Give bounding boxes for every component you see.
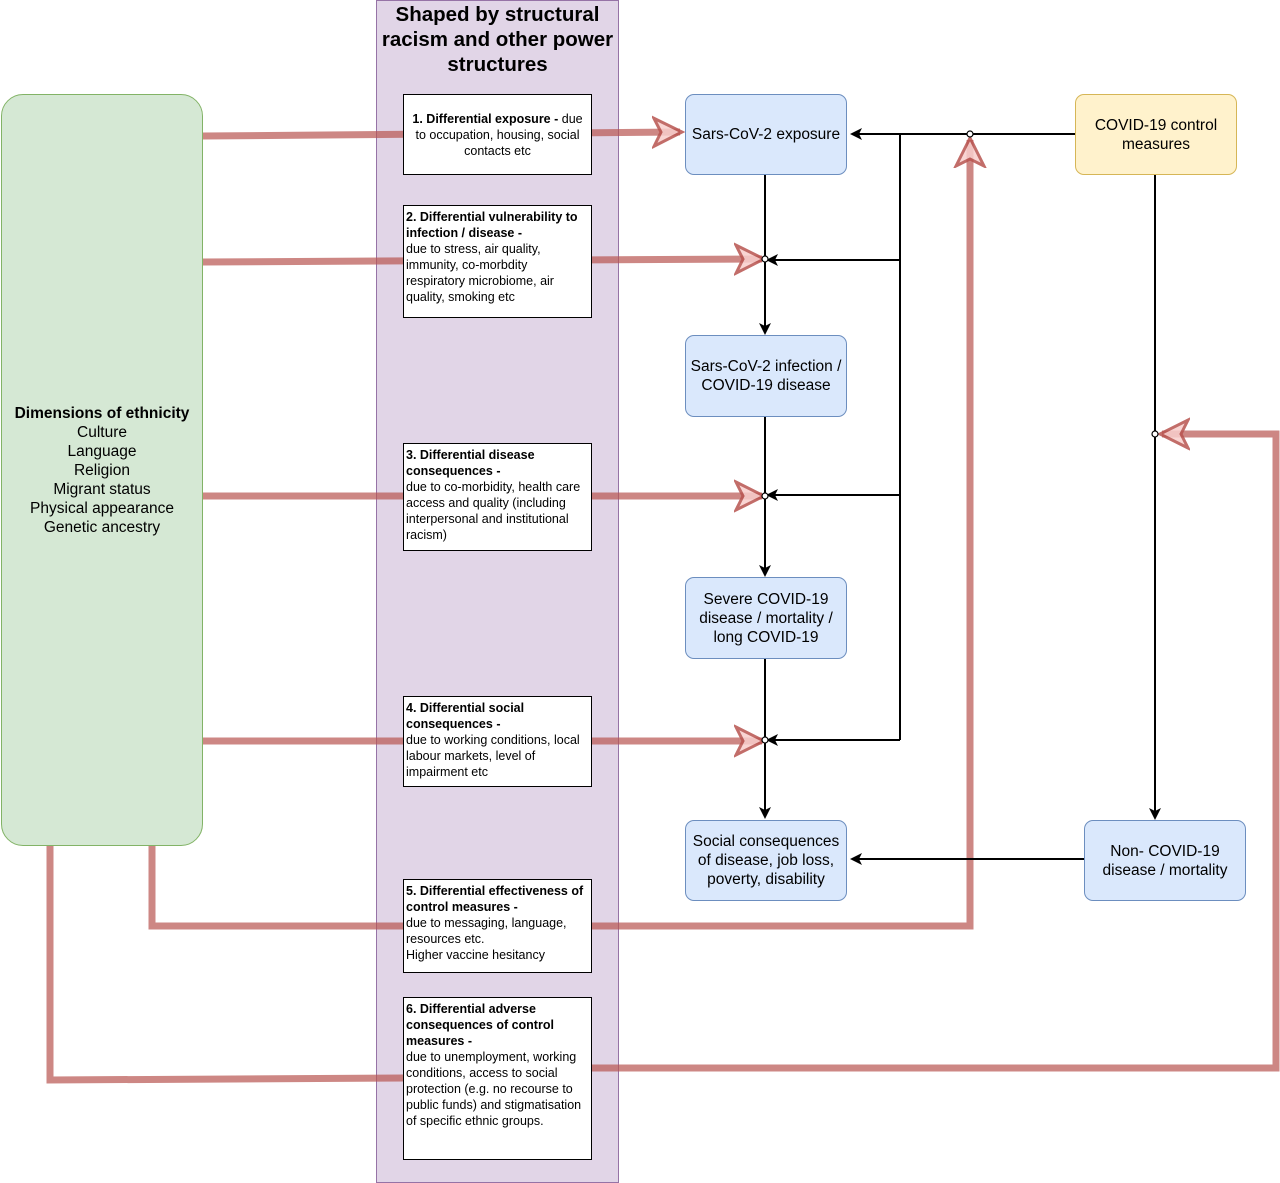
non-covid-box: Non- COVID-19 disease / mortality [1084, 820, 1246, 901]
severe-disease-label: Severe COVID-19 disease / mortality / lo… [699, 590, 833, 646]
ethnicity-title: Dimensions of ethnicity [14, 404, 190, 422]
factor-vulnerability: 2. Differential vulnerability to infecti… [403, 205, 592, 318]
factor-desc: due to stress, air quality, immunity, co… [406, 242, 554, 304]
exposure-box: Sars-CoV-2 exposure [685, 94, 847, 175]
ethnicity-item: Genetic ancestry [43, 518, 161, 536]
factor-extra: Higher vaccine hesitancy [406, 948, 545, 962]
control-measures-box: COVID-19 control measures [1075, 94, 1237, 175]
factor-desc: due to unemployment, working conditions,… [406, 1050, 582, 1128]
non-covid-label: Non- COVID-19 disease / mortality [1102, 842, 1228, 879]
factor-desc: due to co-morbidity, health care access … [406, 480, 581, 542]
factor-desc: due to messaging, language, resources et… [406, 916, 567, 946]
ethnicity-item: Physical appearance [30, 499, 174, 517]
factor-control-effectiveness: 5. Differential effectiveness of control… [403, 879, 592, 973]
exposure-label: Sars-CoV-2 exposure [691, 126, 841, 143]
factor-desc: due to working conditions, local labour … [406, 733, 580, 779]
severe-disease-box: Severe COVID-19 disease / mortality / lo… [685, 577, 847, 659]
ethnicity-item: Migrant status [53, 480, 151, 498]
factor-desc: due to occupation, housing, social conta… [415, 112, 583, 158]
social-consequences-label: Social consequences of disease, job loss… [692, 833, 840, 888]
factor-title: 4. Differential social consequences - [406, 701, 525, 731]
structural-racism-band [376, 0, 619, 1183]
ethnicity-item: Religion [73, 461, 130, 479]
factor-title: 3. Differential disease consequences - [406, 448, 535, 478]
social-consequences-box: Social consequences of disease, job loss… [685, 820, 847, 901]
factor-adverse-control: 6. Differential adverse consequences of … [403, 997, 592, 1160]
factor-title: 1. Differential exposure - [412, 112, 559, 126]
control-measures-label: COVID-19 control measures [1094, 116, 1218, 153]
factor-title: 2. Differential vulnerability to infecti… [406, 210, 578, 240]
ethnicity-item: Language [67, 442, 137, 460]
ethnicity-item: Culture [77, 423, 127, 441]
infection-label: Sars-CoV-2 infection / COVID-19 disease [690, 358, 842, 394]
factor-social-consequences: 4. Differential social consequences - du… [403, 696, 592, 787]
infection-box: Sars-CoV-2 infection / COVID-19 disease [685, 335, 847, 417]
factor-disease-consequences: 3. Differential disease consequences - d… [403, 443, 592, 551]
ethnicity-dimensions-box: Dimensions of ethnicity Culture Language… [1, 94, 203, 846]
factor-title: 6. Differential adverse consequences of … [406, 1002, 554, 1048]
factor-exposure: 1. Differential exposure - due to occupa… [403, 94, 592, 175]
factor-title: 5. Differential effectiveness of control… [406, 884, 584, 914]
arrow-adverse-control [46, 434, 1280, 1084]
band-title: Shaped by structural racism and other po… [381, 3, 614, 76]
